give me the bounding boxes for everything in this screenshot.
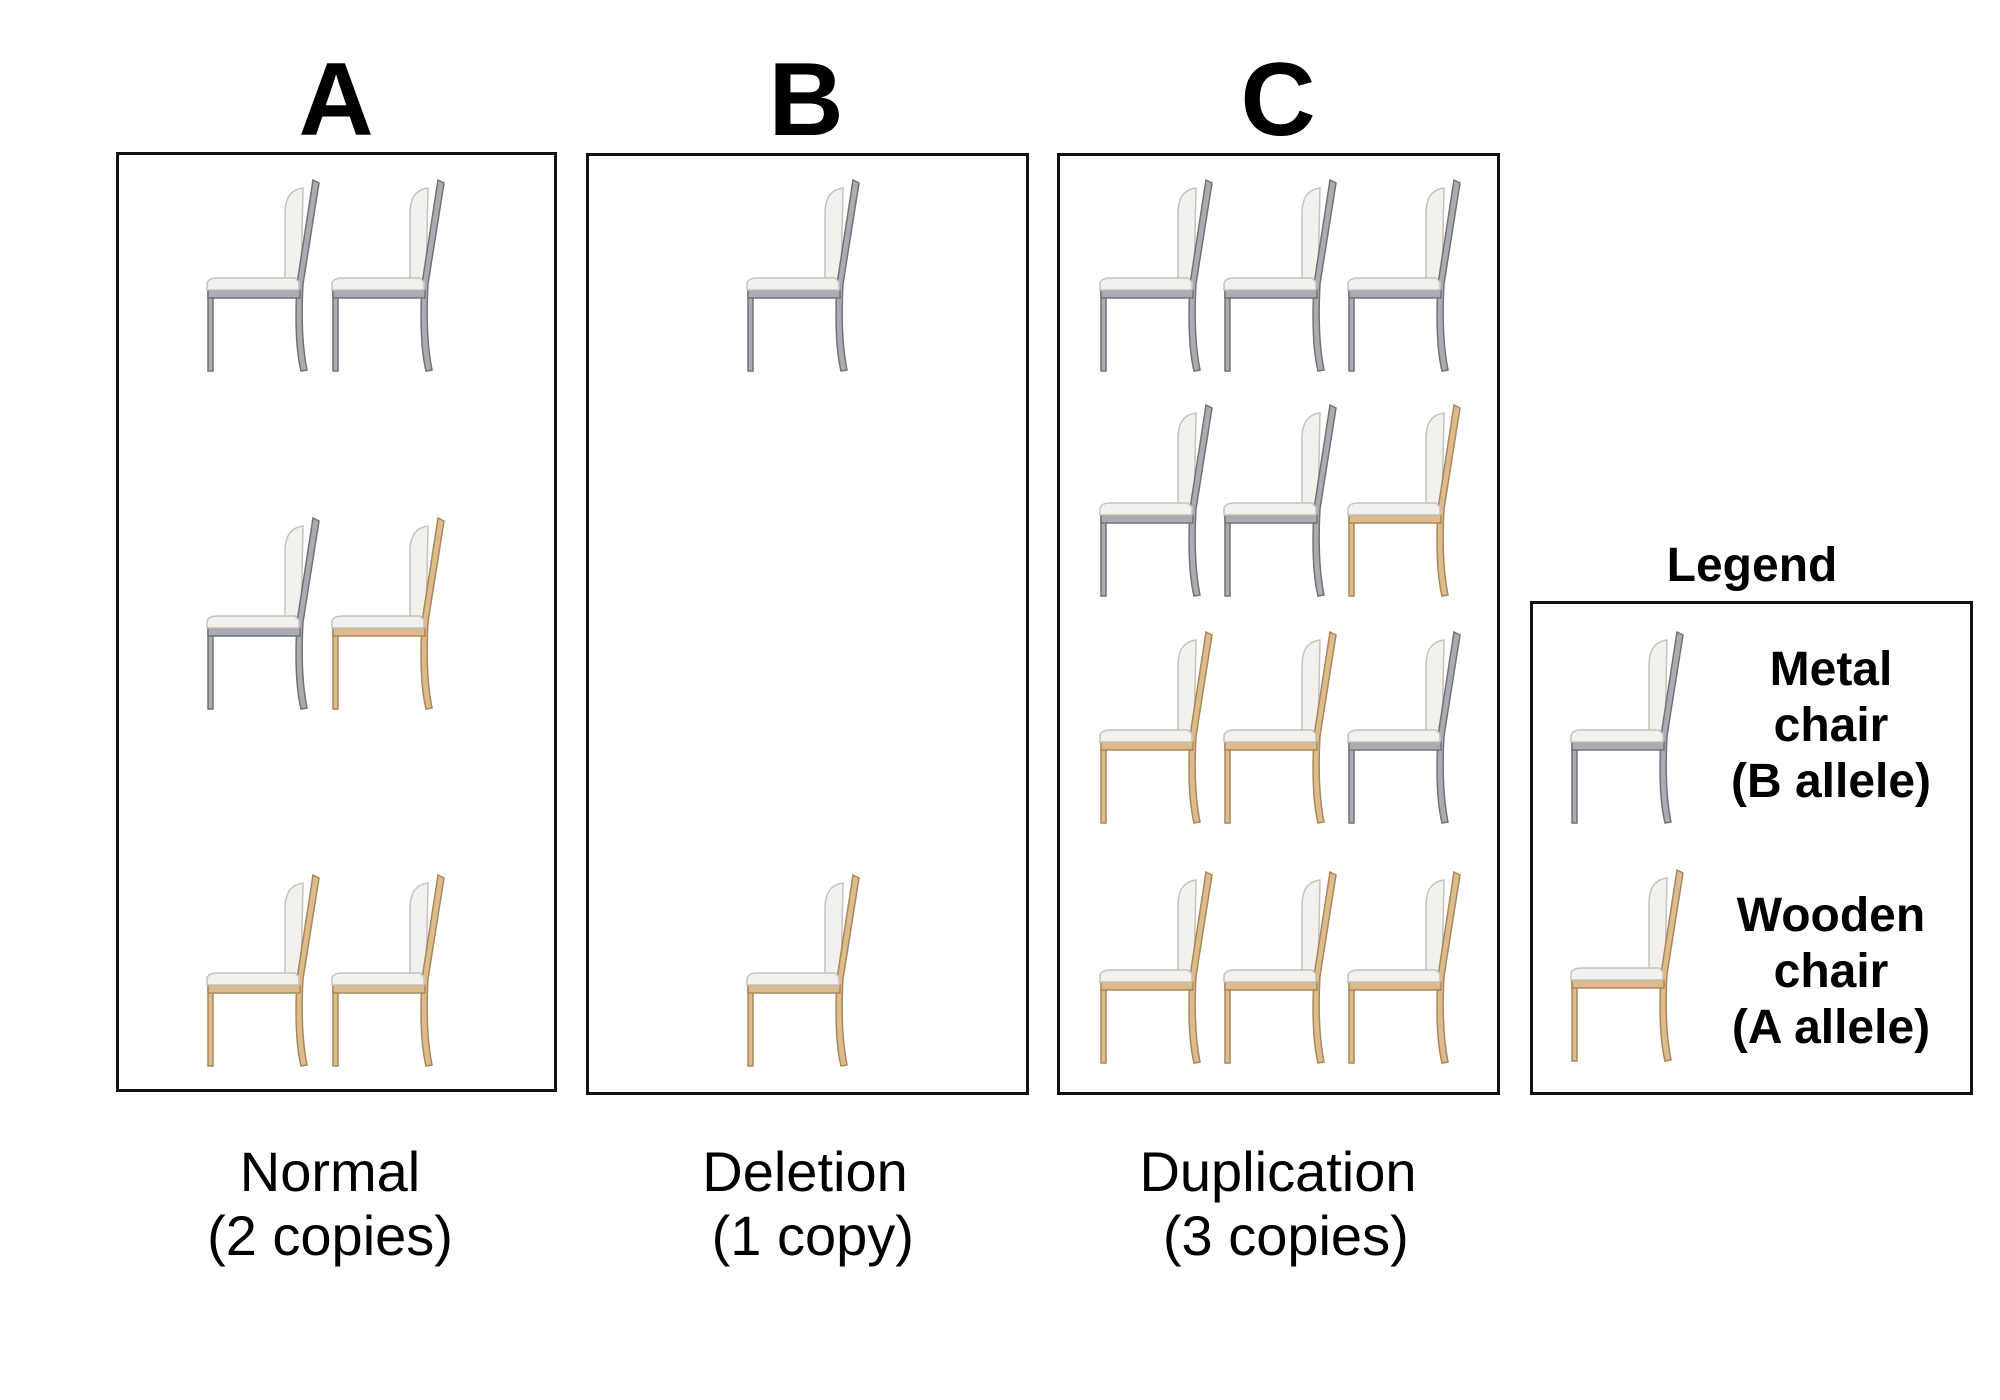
panel-c-chair-wooden-r3c1 [1099, 630, 1213, 824]
panel-a-letter: A [298, 42, 374, 158]
panel-c-caption-line2: (3 copies) [1147, 1204, 1409, 1267]
legend-title: Legend [1666, 539, 1838, 592]
legend-wooden-line1: Wooden [1736, 889, 1926, 942]
panel-c-chair-metal-r3c3 [1347, 630, 1461, 824]
panel-a-chair-wooden-r3c2 [331, 873, 445, 1067]
panel-b-letter: B [768, 42, 844, 158]
legend-frame [1530, 601, 1973, 1095]
panel-c-caption-line1: Duplication [1139, 1140, 1417, 1203]
legend-metal-line3: (B allele) [1730, 755, 1932, 808]
panel-c-chair-metal-r1c3 [1347, 178, 1461, 372]
panel-b-frame [586, 153, 1029, 1095]
panel-c-chair-wooden-r2c3 [1347, 403, 1461, 597]
panel-c-chair-wooden-r3c2 [1223, 630, 1337, 824]
panel-a-caption: Normal (2 copies) [120, 1140, 540, 1268]
legend-wooden-label: Wooden chair (A allele) [1706, 888, 1956, 1056]
panel-c-chair-metal-r1c2 [1223, 178, 1337, 372]
panel-c-letter: C [1240, 42, 1316, 158]
panel-c-chair-wooden-r4c2 [1223, 870, 1337, 1064]
legend-metal-chair-icon [1570, 630, 1684, 824]
legend-wooden-line2: chair [1773, 945, 1889, 998]
panel-c-chair-metal-r1c1 [1099, 178, 1213, 372]
panel-b-caption-line1: Deletion [702, 1140, 908, 1203]
panel-b-caption-line2: (1 copy) [696, 1204, 914, 1267]
panel-b-chair-wooden-r3c1 [746, 873, 860, 1067]
panel-a-caption-line1: Normal [239, 1140, 421, 1203]
panel-a-caption-line2: (2 copies) [207, 1204, 453, 1267]
panel-c-chair-metal-r2c1 [1099, 403, 1213, 597]
panel-a-chair-wooden-r3c1 [206, 873, 320, 1067]
panel-a-chair-metal-r2c1 [206, 516, 320, 710]
panel-c-caption: Duplication (3 copies) [1068, 1140, 1488, 1268]
panel-c-chair-wooden-r4c1 [1099, 870, 1213, 1064]
panel-b-chair-metal-r1c1 [746, 178, 860, 372]
panel-a-frame [116, 152, 557, 1092]
panel-a-chair-wooden-r2c2 [331, 516, 445, 710]
panel-a-chair-metal-r1c1 [206, 178, 320, 372]
panel-c-frame [1057, 153, 1500, 1095]
panel-a-chair-metal-r1c2 [331, 178, 445, 372]
legend-metal-label: Metal chair (B allele) [1706, 642, 1956, 810]
legend-wooden-line3: (A allele) [1731, 1001, 1931, 1054]
legend-wooden-chair-icon [1570, 868, 1684, 1062]
panel-c-chair-metal-r2c2 [1223, 403, 1337, 597]
legend-metal-line2: chair [1773, 699, 1889, 752]
panel-b-caption: Deletion (1 copy) [595, 1140, 1015, 1268]
legend-metal-line1: Metal [1769, 643, 1893, 696]
chair-layer [206, 178, 1684, 1067]
panel-c-chair-wooden-r4c3 [1347, 870, 1461, 1064]
